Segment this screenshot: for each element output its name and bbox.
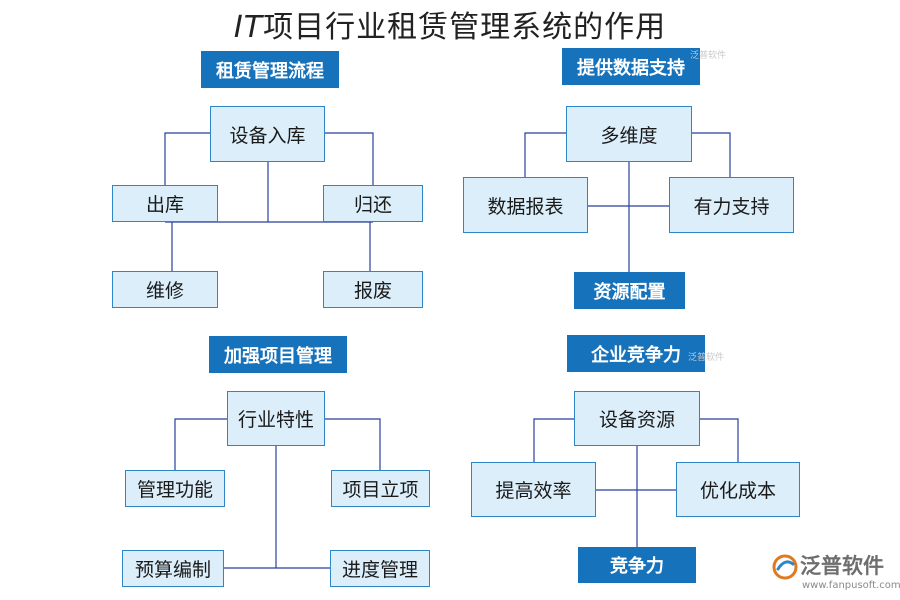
q1-header: 租赁管理流程	[201, 51, 339, 88]
q4-node-left: 提高效率	[471, 462, 596, 517]
q2-header: 提供数据支持	[562, 48, 700, 85]
q1-connector-left	[164, 132, 210, 185]
logo-url: www.fanpusoft.com	[802, 580, 900, 591]
watermark-2: 泛普软件	[688, 353, 725, 363]
q2-connector-left	[524, 132, 566, 177]
q3-node-right: 项目立项	[331, 470, 430, 507]
q2-node-right: 有力支持	[669, 177, 794, 233]
q4-connector-right	[700, 418, 739, 462]
q3-node-bottom-right: 进度管理	[330, 550, 430, 587]
q3-node-bottom-left: 预算编制	[122, 550, 224, 587]
q1-connector-right	[325, 132, 374, 185]
q1-node-bottom-left: 维修	[112, 271, 218, 308]
q3-connector-left	[174, 418, 227, 470]
title-prefix: IT	[233, 10, 264, 45]
page-title: IT项目行业租赁管理系统的作用	[0, 2, 900, 46]
q2-node-left: 数据报表	[463, 177, 588, 233]
q1-node-top: 设备入库	[210, 106, 325, 162]
watermark-1: 泛普软件	[690, 51, 727, 61]
q4-bottom-node: 竞争力	[578, 547, 696, 583]
q2-connector-right	[692, 132, 731, 177]
logo-text: 泛普软件	[800, 554, 884, 578]
q4-connector-left	[533, 418, 574, 462]
q1-node-left: 出库	[112, 185, 218, 222]
q3-node-top: 行业特性	[227, 391, 325, 446]
q3-header: 加强项目管理	[209, 336, 347, 373]
fanpu-logo: 泛普软件 www.fanpusoft.com	[772, 550, 900, 598]
q3-connector-right	[325, 418, 381, 470]
title-text: 项目行业租赁管理系统的作用	[263, 10, 667, 45]
q2-node-top: 多维度	[566, 106, 692, 162]
fanpu-logo-icon	[772, 554, 798, 580]
q4-node-top: 设备资源	[574, 391, 700, 446]
q1-node-bottom-right: 报废	[323, 271, 423, 308]
q4-node-right: 优化成本	[676, 462, 800, 517]
q4-header: 企业竞争力	[567, 335, 705, 372]
q3-node-left: 管理功能	[125, 470, 225, 507]
q2-bottom-node: 资源配置	[574, 272, 685, 309]
q1-node-right: 归还	[323, 185, 423, 222]
